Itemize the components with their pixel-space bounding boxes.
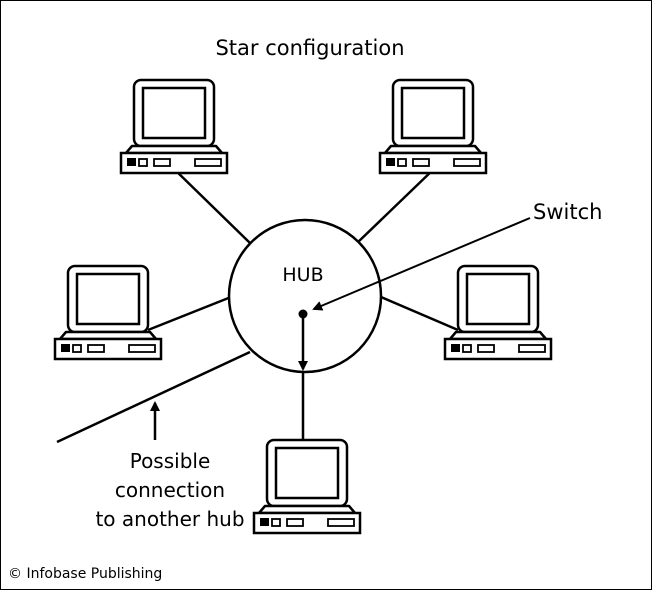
- connection-label-line-1: Possible: [129, 449, 211, 473]
- link-right: [380, 295, 459, 332]
- link-top-right: [355, 166, 437, 245]
- switch-arrow: [312, 217, 531, 311]
- computer-left: [53, 264, 163, 361]
- link-top-left: [171, 166, 252, 245]
- switch-label: Switch: [533, 200, 603, 224]
- connection-label-line-3: to another hub: [95, 507, 245, 531]
- hub-label: HUB: [282, 264, 324, 286]
- link-left: [147, 295, 232, 332]
- computer-top-left: [119, 78, 229, 175]
- connection-label: Possible connection to another hub: [70, 447, 270, 534]
- connection-label-line-2: connection: [114, 478, 226, 502]
- hub-circle: [227, 218, 383, 374]
- link-other-hub: [56, 350, 251, 444]
- diagram-title: Star configuration: [215, 36, 405, 60]
- computer-top-right: [378, 78, 488, 175]
- copyright-credit: © Infobase Publishing: [8, 566, 163, 582]
- computer-right: [443, 264, 553, 361]
